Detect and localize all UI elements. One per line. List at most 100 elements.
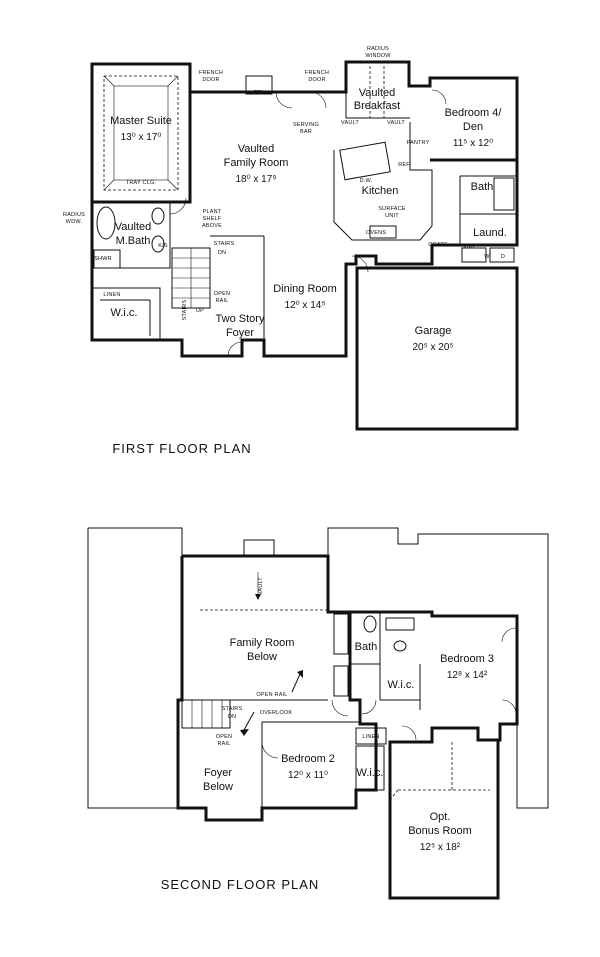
bedroom3-dim: 12⁸ x 14² [447, 670, 488, 681]
svg-text:LINEN: LINEN [103, 292, 120, 298]
svg-text:SHWR: SHWR [94, 256, 112, 262]
wic2-name: W.i.c. [357, 767, 384, 779]
svg-text:OPEN: OPEN [216, 734, 232, 740]
foyer-name-1: Two Story [216, 313, 265, 325]
bath2-name: Bath [355, 641, 378, 653]
bedroom2-name: Bedroom 2 [281, 753, 335, 765]
svg-text:VAULT: VAULT [387, 120, 405, 126]
fireplace [245, 75, 273, 95]
svg-text:LINEN: LINEN [362, 734, 379, 740]
second-floor-outer-wall [182, 554, 519, 900]
chimney [243, 539, 275, 557]
bonus-name-2: Bonus Room [408, 825, 472, 837]
second-floor-plan [87, 527, 549, 900]
bonus-name-1: Opt. [430, 811, 451, 823]
svg-text:WINDOW: WINDOW [365, 53, 391, 59]
master-suite-name: Master Suite [110, 115, 172, 127]
svg-text:STAIRS: STAIRS [214, 241, 235, 247]
family-room-dim: 18⁰ x 17⁹ [235, 174, 276, 185]
family-below-name-1: Family Room [230, 637, 295, 649]
svg-text:DOOR: DOOR [308, 77, 325, 83]
svg-text:COATS: COATS [428, 242, 448, 248]
svg-text:REF: REF [398, 162, 410, 168]
svg-text:VAULT: VAULT [258, 577, 264, 595]
second-floor-title: SECOND FLOOR PLAN [161, 877, 320, 892]
svg-text:D: D [501, 254, 505, 260]
family-below-name-2: Below [247, 651, 277, 663]
svg-text:WDW.: WDW. [66, 219, 83, 225]
laundry-name: Laund. [473, 227, 507, 239]
svg-text:RAIL: RAIL [215, 298, 228, 304]
kitchen-island [339, 141, 391, 181]
master-bath-walls [92, 201, 171, 269]
bedroom2-dim: 12⁰ x 11⁰ [288, 770, 328, 781]
foyer-below-name-2: Below [203, 781, 233, 793]
svg-text:FRENCH: FRENCH [199, 70, 223, 76]
svg-text:RADIUS: RADIUS [63, 212, 85, 218]
first-floor-outer-wall [90, 60, 519, 358]
svg-text:PLANT: PLANT [203, 209, 222, 215]
second-floor-labels: VAULT Family Room Below Bath Bedroom 3 1… [161, 577, 494, 892]
svg-text:DN: DN [228, 714, 236, 720]
svg-text:OPEN: OPEN [214, 291, 230, 297]
svg-text:UNIT: UNIT [385, 213, 399, 219]
bedroom4-name-2: Den [463, 121, 483, 133]
bath-name: Bath [471, 181, 494, 193]
svg-text:UP: UP [196, 308, 204, 314]
family-room-name-2: Family Room [224, 157, 289, 169]
svg-text:SHELF: SHELF [203, 216, 222, 222]
svg-text:FPL: FPL [254, 90, 265, 96]
wic1-name: W.i.c. [388, 679, 415, 691]
foyer-below-name-1: Foyer [204, 767, 232, 779]
svg-text:D.W.: D.W. [360, 178, 373, 184]
roof-outline [88, 527, 549, 809]
svg-text:K/S: K/S [158, 243, 168, 249]
wic-name: W.i.c. [111, 307, 138, 319]
tub [96, 206, 116, 240]
svg-text:SERVING: SERVING [293, 122, 319, 128]
bedroom4-dim: 11⁵ x 12⁰ [453, 138, 493, 149]
svg-text:BAR: BAR [300, 129, 312, 135]
family-room-name-1: Vaulted [238, 143, 275, 155]
svg-text:DN: DN [218, 250, 226, 256]
garage-dim: 20⁵ x 20⁵ [412, 342, 453, 353]
svg-text:OVERLOOK: OVERLOOK [260, 710, 293, 716]
svg-text:FRENCH: FRENCH [305, 70, 329, 76]
first-floor-plan [90, 60, 519, 431]
breakfast-name-1: Vaulted [359, 87, 396, 99]
master-suite-dim: 13⁰ x 17⁰ [121, 132, 162, 143]
master-bath-name-2: M.Bath [116, 235, 151, 247]
bedroom4-name-1: Bedroom 4/ [445, 107, 503, 119]
garage-name: Garage [415, 325, 452, 337]
dining-name: Dining Room [273, 283, 337, 295]
dining-dim: 12⁰ x 14⁵ [285, 300, 326, 311]
svg-text:STAIRS: STAIRS [222, 706, 243, 712]
tray-clg-note: TRAY CLG. [126, 180, 157, 186]
svg-text:RADIUS: RADIUS [367, 46, 389, 52]
svg-text:OPEN RAIL: OPEN RAIL [256, 692, 287, 698]
breakfast-name-2: Breakfast [354, 100, 400, 112]
svg-text:SINK: SINK [461, 244, 475, 250]
wic-walls [92, 287, 161, 340]
svg-text:STAIRS: STAIRS [182, 300, 188, 321]
garage-walls [355, 266, 519, 431]
svg-text:RAIL: RAIL [217, 741, 230, 747]
svg-text:SURFACE: SURFACE [378, 206, 406, 212]
kitchen-counter [333, 122, 433, 241]
svg-text:DOOR: DOOR [202, 77, 219, 83]
first-floor-title: FIRST FLOOR PLAN [112, 441, 251, 456]
svg-text:ABOVE: ABOVE [202, 223, 222, 229]
bedroom3-name: Bedroom 3 [440, 653, 494, 665]
svg-text:W: W [484, 254, 490, 260]
master-bath-name-1: Vaulted [115, 221, 152, 233]
svg-text:PANTRY: PANTRY [406, 140, 429, 146]
bonus-dim: 12⁵ x 18² [420, 842, 461, 853]
stairs-second-floor [181, 699, 231, 729]
first-floor-labels: Master Suite 13⁰ x 17⁰ TRAY CLG. Vaulted… [63, 46, 507, 456]
svg-text:OVENS: OVENS [366, 230, 386, 236]
kitchen-name: Kitchen [362, 185, 399, 197]
svg-text:VAULT: VAULT [341, 120, 359, 126]
tray-ceiling-line [103, 75, 179, 191]
foyer-name-2: Foyer [226, 327, 254, 339]
